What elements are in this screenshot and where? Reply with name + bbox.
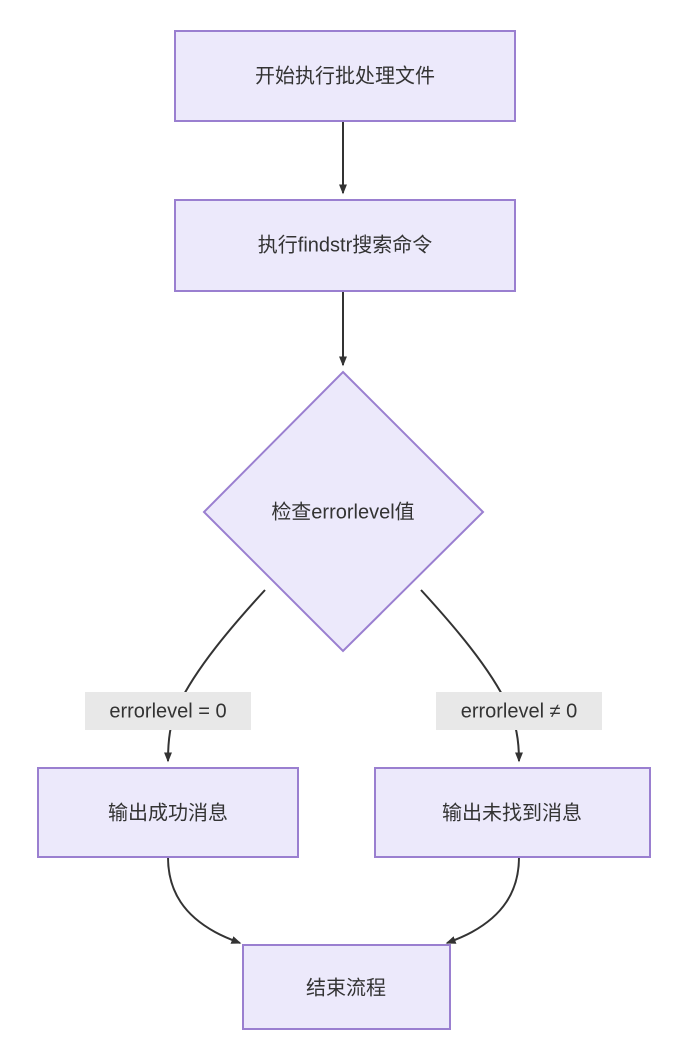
node-check-shape[interactable]: [202, 370, 485, 653]
edge-check-to-success: [164, 589, 266, 763]
edge-label-errorlevel-neq-0: errorlevel ≠ 0: [436, 692, 602, 730]
node-end-label: 结束流程: [306, 976, 386, 999]
edge-label-background: [85, 692, 251, 730]
node-start[interactable]: 开始执行批处理文件: [174, 30, 516, 122]
node-end[interactable]: 结束流程: [242, 944, 451, 1030]
node-notfound-label: 输出未找到消息: [442, 801, 582, 824]
node-notfound[interactable]: 输出未找到消息: [374, 767, 651, 858]
edge-path: [420, 589, 523, 763]
node-findstr-shape[interactable]: [174, 199, 516, 292]
edge-path: [164, 589, 266, 763]
node-notfound-shape[interactable]: [374, 767, 651, 858]
edge-check-to-notfound: [420, 589, 523, 763]
edge-label-text: errorlevel = 0: [109, 700, 226, 722]
node-start-label: 开始执行批处理文件: [255, 64, 435, 87]
node-findstr[interactable]: 执行findstr搜索命令: [174, 199, 516, 292]
edge-path: [445, 856, 520, 944]
edge-label-background: [436, 692, 602, 730]
edge-label-errorlevel-eq-0: errorlevel = 0: [85, 692, 251, 730]
node-check-label: 检查errorlevel值: [271, 500, 414, 523]
node-check[interactable]: 检查errorlevel值: [202, 370, 485, 653]
node-end-shape[interactable]: [242, 944, 451, 1030]
edge-path: [167, 856, 242, 944]
edge-label-text: errorlevel ≠ 0: [461, 700, 578, 722]
node-success[interactable]: 输出成功消息: [37, 767, 299, 858]
edge-success-to-end: [167, 856, 242, 944]
node-success-shape[interactable]: [37, 767, 299, 858]
node-findstr-label: 执行findstr搜索命令: [258, 233, 432, 256]
edge-notfound-to-end: [445, 856, 520, 944]
node-start-shape[interactable]: [174, 30, 516, 122]
node-success-label: 输出成功消息: [108, 801, 228, 824]
